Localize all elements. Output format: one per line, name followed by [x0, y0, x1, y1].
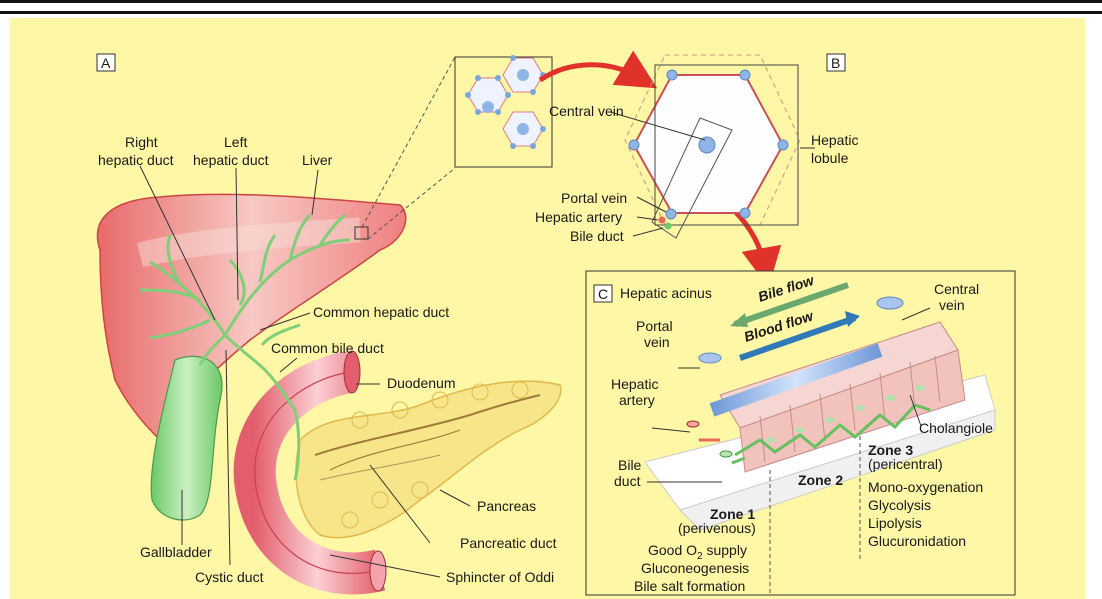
label-c-artery-1: Hepatic — [611, 376, 658, 392]
label-cholangiole: Cholangiole — [919, 420, 993, 436]
label-sphincter-of-oddi: Sphincter of Oddi — [446, 569, 554, 585]
zone3-func-glycolysis: Glycolysis — [868, 497, 931, 513]
label-zone-3-sub: (pericentral) — [868, 456, 943, 472]
label-zone-1-sub: (perivenous) — [678, 520, 756, 536]
zone3-func-lipolysis: Lipolysis — [868, 515, 922, 531]
label-central-vein: Central vein — [549, 103, 624, 119]
duodenum-end — [344, 351, 360, 393]
label-duodenum: Duodenum — [387, 375, 456, 391]
label-cystic-duct: Cystic duct — [195, 569, 264, 585]
label-pancreatic-duct: Pancreatic duct — [460, 535, 557, 551]
label-right-hepatic-1: Right — [125, 134, 158, 150]
label-c-portal-2: vein — [644, 334, 670, 350]
label-hepatic-lobule-2: lobule — [811, 150, 849, 166]
duodenum-open-end — [370, 551, 386, 591]
label-c-bile-2: duct — [614, 473, 641, 489]
zoom-arrow-1 — [540, 65, 640, 80]
hepatic-artery-dot — [659, 217, 666, 224]
label-c-bile-1: Bile — [618, 457, 642, 473]
hepatic-artery-top — [687, 421, 699, 427]
label-portal-vein: Portal vein — [561, 190, 627, 206]
label-left-hepatic-1: Left — [224, 134, 247, 150]
label-hepatic-acinus: Hepatic acinus — [620, 285, 712, 301]
zone1-func-gluconeogenesis: Gluconeogenesis — [641, 560, 749, 576]
portal-vein-top — [699, 353, 721, 363]
label-left-hepatic-2: hepatic duct — [193, 152, 269, 168]
bile-duct-dot — [665, 223, 672, 230]
pancreas — [296, 381, 561, 538]
zone3-func-mono-oxygenation: Mono-oxygenation — [868, 479, 983, 495]
label-common-bile-duct: Common bile duct — [271, 340, 384, 356]
panel-c-label: C — [598, 286, 608, 302]
zone1-func-bile-salt: Bile salt formation — [634, 578, 745, 594]
central-vein-top — [877, 297, 903, 309]
label-bile-duct: Bile duct — [570, 228, 624, 244]
label-c-portal-1: Portal — [636, 318, 673, 334]
label-c-central-1: Central — [934, 281, 979, 297]
label-c-central-2: vein — [939, 297, 965, 313]
panel-b-label: B — [831, 55, 840, 71]
label-c-artery-2: artery — [619, 392, 655, 408]
label-liver: Liver — [302, 152, 333, 168]
zoom-line-1 — [362, 57, 455, 227]
label-gallbladder: Gallbladder — [140, 544, 212, 560]
label-common-hepatic-duct: Common hepatic duct — [313, 304, 449, 320]
panel-a-label: A — [101, 55, 111, 71]
label-pancreas: Pancreas — [477, 498, 536, 514]
portal-vein-dot — [666, 209, 676, 219]
label-zone-2: Zone 2 — [798, 472, 843, 488]
zone3-func-glucuronidation: Glucuronidation — [868, 533, 966, 549]
label-hepatic-lobule-1: Hepatic — [811, 132, 858, 148]
label-hepatic-artery: Hepatic artery — [535, 209, 622, 225]
label-right-hepatic-2: hepatic duct — [98, 152, 174, 168]
bile-duct-top — [720, 451, 732, 457]
